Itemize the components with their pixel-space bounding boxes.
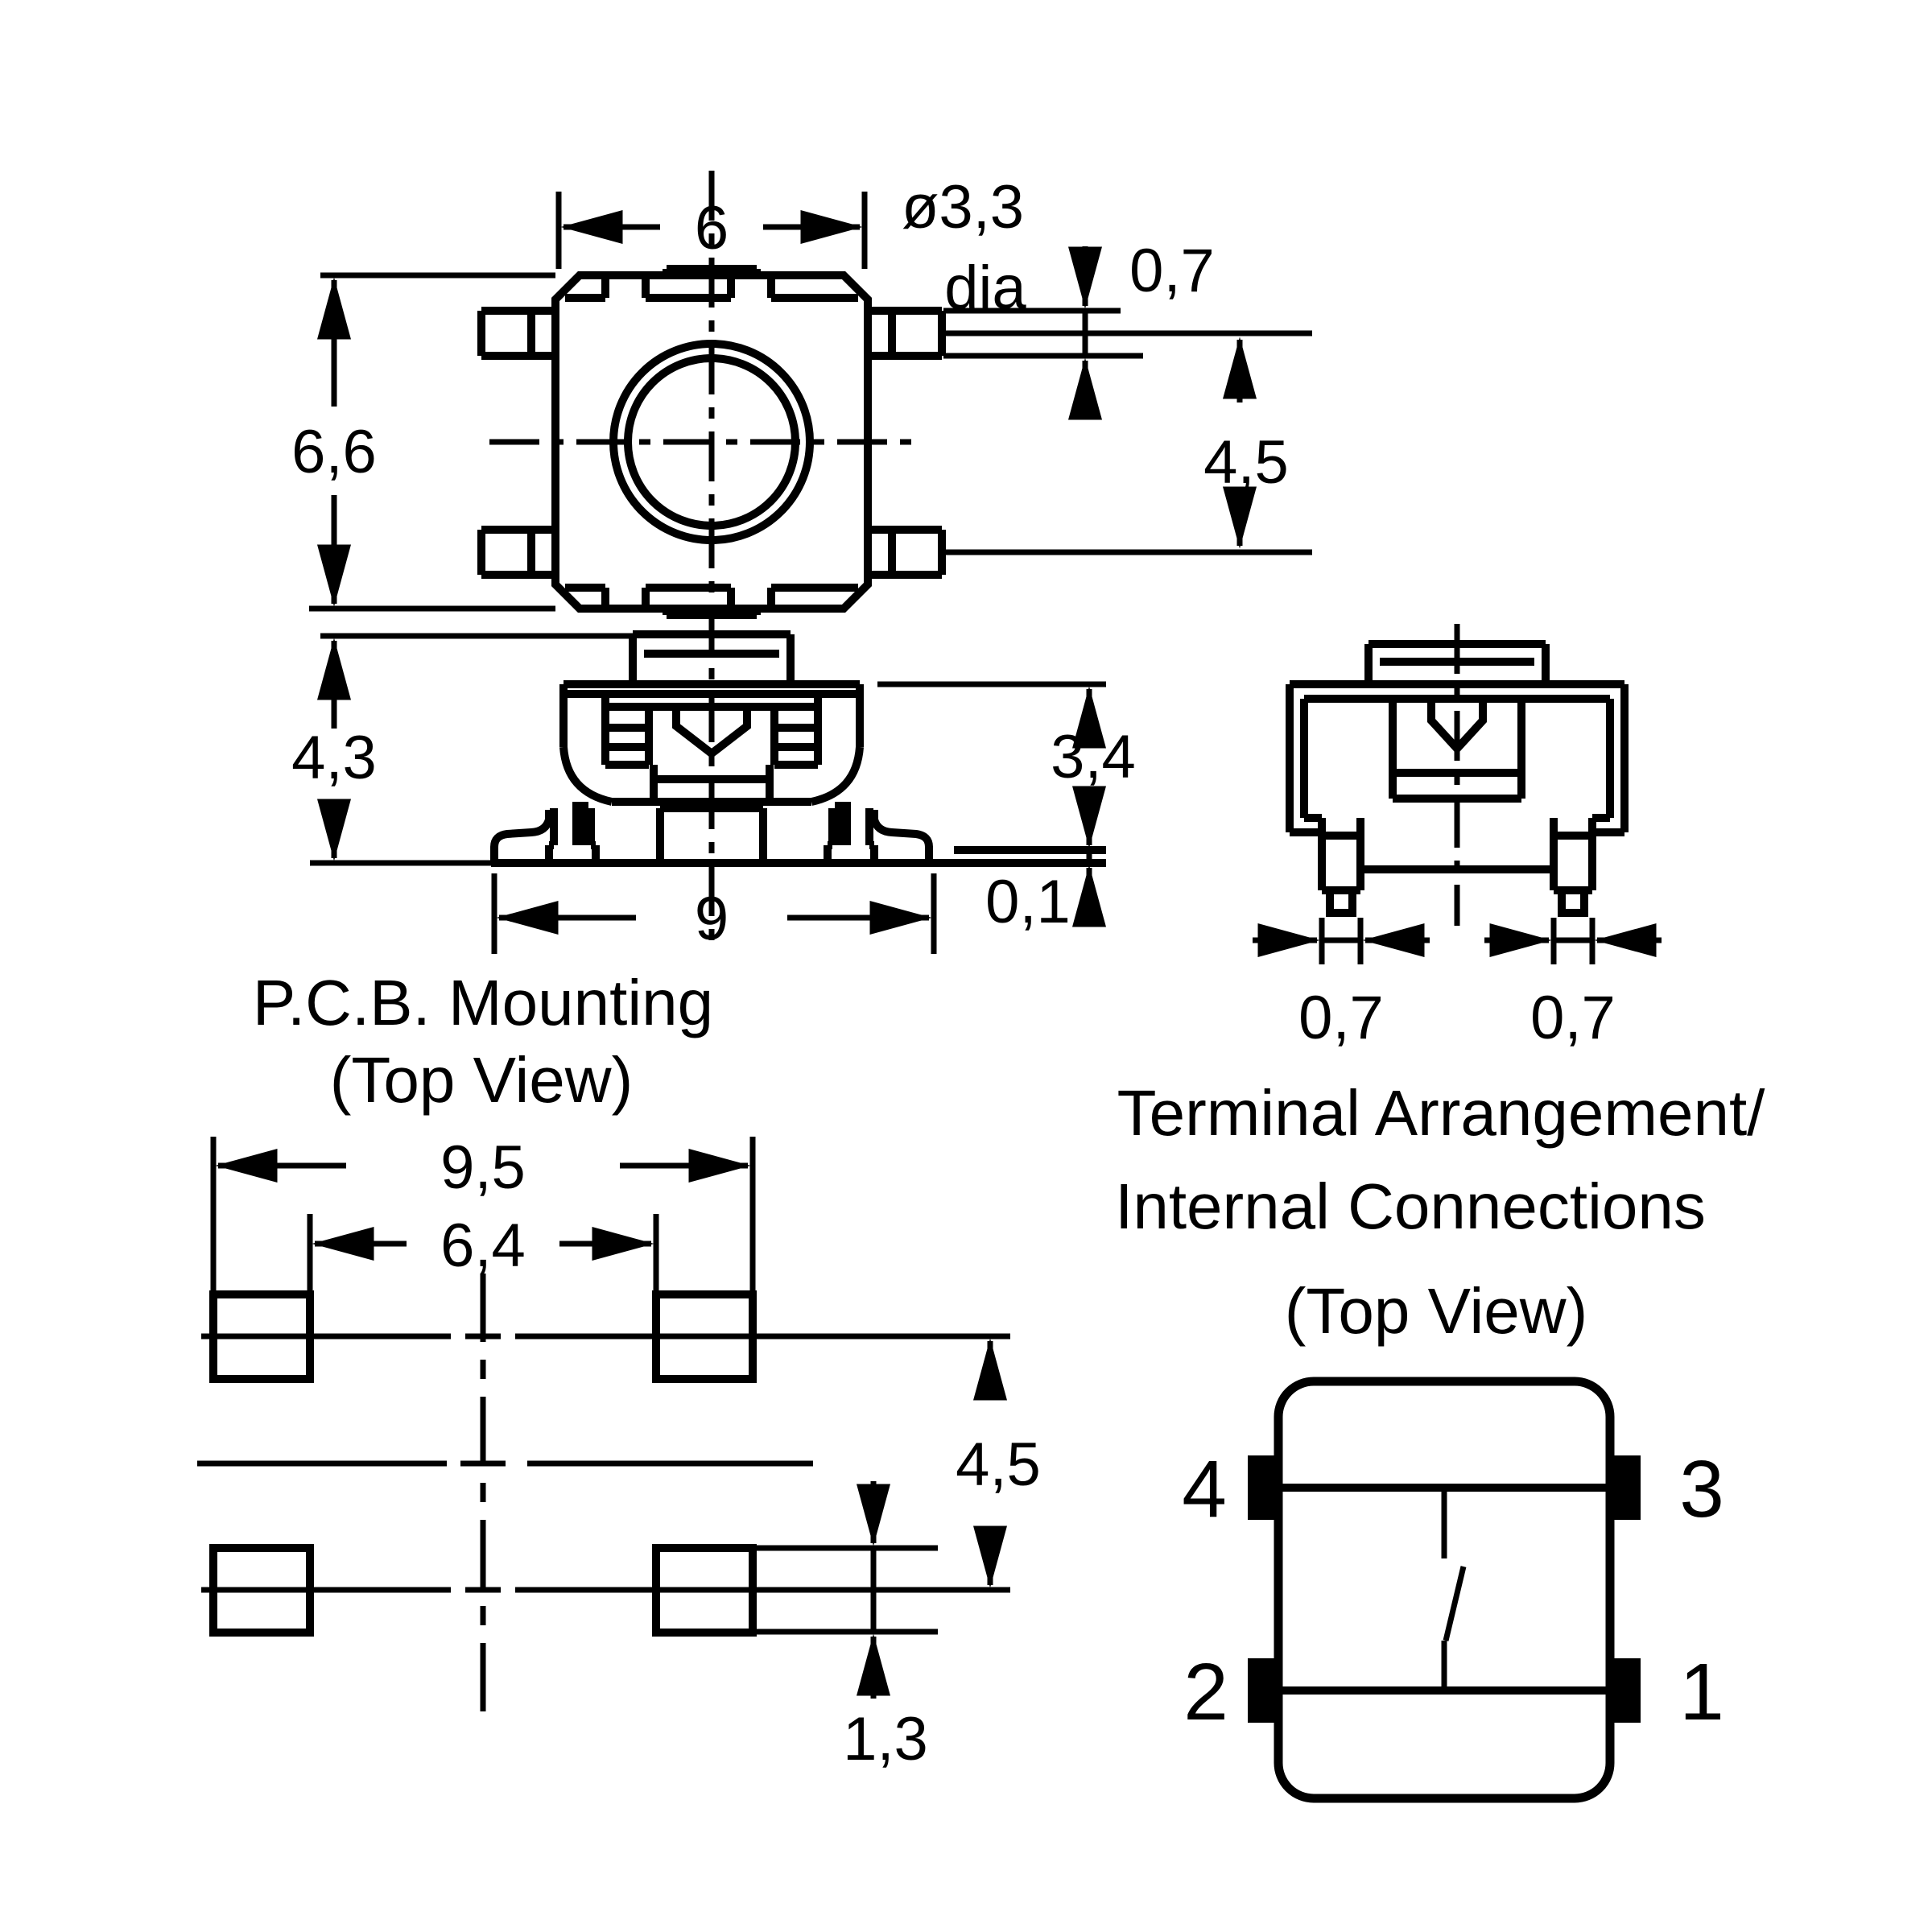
dim-lead-row-spacing: 4,5 (1203, 336, 1289, 549)
lead-bottom-left (477, 526, 555, 579)
terminal-pad-1 (1608, 1658, 1641, 1723)
switch-contact-symbol (1441, 1488, 1467, 1690)
dim-label-pcb-45: 4,5 (956, 1430, 1041, 1499)
terminal-arrangement-view: Terminal Arrangement/ Internal Connectio… (1115, 1077, 1766, 1803)
pin-label-3: 3 (1679, 1444, 1724, 1534)
lead-top-right (868, 307, 946, 360)
dim-label-64: 6,4 (440, 1212, 526, 1280)
dim-label-standoff: 0,1 (985, 868, 1071, 936)
side-right-leg (1550, 818, 1596, 917)
dim-terminal-standoff: 0,1 (985, 850, 1106, 936)
side-inner-mechanism (1389, 699, 1525, 803)
dim-top-height: 6,6 (291, 272, 555, 612)
dim-label-95: 9,5 (440, 1133, 526, 1202)
center-notch (672, 708, 751, 759)
dim-label-height-66: 6,6 (291, 418, 377, 486)
actuator-cap (629, 630, 795, 684)
dim-label-right-leg: 0,7 (1530, 984, 1616, 1052)
terminal-body (1274, 1377, 1615, 1803)
dim-pad-outer-span: 9,5 (210, 1133, 756, 1304)
front-view (490, 630, 1106, 867)
dim-top-width: 6 (555, 192, 868, 269)
inner-mechanism (601, 694, 822, 802)
dim-body-height: 3,4 (877, 681, 1136, 848)
housing (559, 680, 864, 806)
pcb-title: P.C.B. Mounting (253, 967, 713, 1038)
dim-label-base-width: 9 (695, 885, 729, 953)
terminal-pad-2 (1248, 1658, 1280, 1723)
dim-label-lead-thickness: 0,7 (1129, 237, 1215, 305)
pin-label-2: 2 (1183, 1647, 1228, 1737)
dim-label-row-spacing: 4,5 (1203, 428, 1289, 497)
dim-total-height: 4,3 (291, 633, 633, 866)
dim-pad-height: 1,3 (753, 1481, 938, 1773)
side-left-leg (1318, 818, 1364, 917)
switch-body-outline (551, 271, 872, 613)
dim-label-total-height: 4,3 (291, 724, 377, 792)
dim-pad-inner-span: 6,4 (307, 1212, 659, 1304)
base-skirt (572, 802, 851, 845)
lead-top-left (477, 307, 555, 360)
pin-label-4: 4 (1182, 1444, 1227, 1534)
side-view (1286, 624, 1629, 926)
terminal-title-line3: (Top View) (1285, 1275, 1587, 1347)
dim-lead-thickness: 0,7 (1068, 237, 1215, 420)
pcb-mounting-view: P.C.B. Mounting (Top View) 9,5 6 (197, 967, 1041, 1773)
dim-base-width: 9 (491, 873, 937, 954)
terminal-pad-3 (1608, 1455, 1641, 1520)
dim-leg-widths: 0,7 0,7 (1253, 918, 1662, 1052)
dim-label-body-height: 3,4 (1051, 723, 1136, 791)
terminal-title-line1: Terminal Arrangement/ (1117, 1077, 1766, 1149)
pcb-subtitle: (Top View) (330, 1044, 633, 1116)
pin-label-1: 1 (1679, 1647, 1724, 1737)
terminal-pad-4 (1248, 1455, 1280, 1520)
dim-label-13: 1,3 (843, 1705, 928, 1773)
dim-label-left-leg: 0,7 (1298, 984, 1384, 1052)
terminal-title-line2: Internal Connections (1115, 1170, 1706, 1242)
bottom-edge-notches (565, 584, 858, 619)
center-block (656, 804, 767, 863)
dim-label-width-6: 6 (695, 194, 729, 262)
dim-pcb-row-spacing: 4,5 (956, 1338, 1041, 1588)
hole-diameter-label: ø3,3 (902, 173, 1024, 242)
lead-reference-lines (943, 308, 1312, 555)
lead-bottom-right (868, 526, 946, 579)
top-view (477, 171, 946, 950)
pcb-centerlines (197, 1274, 1010, 1729)
